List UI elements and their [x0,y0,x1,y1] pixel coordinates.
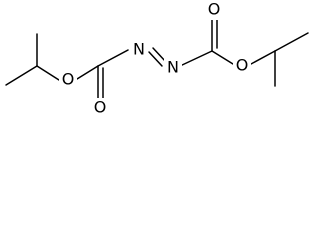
left-ester-oxygen-background [59,70,77,90]
right-carbonyl-oxygen-background [205,0,223,20]
azo-double-bond-secondary [148,51,163,67]
right-nitrogen-background [164,58,182,78]
left-nitrogen-label: N [133,40,145,59]
chemical-structure-svg: O O N N O O [5,0,309,118]
chemical-structure-figure: O O N N O O [0,0,320,118]
left-ester-oxygen-to-carbonyl-bond [76,65,99,80]
left-carbonyl-oxygen-label: O [94,98,107,117]
right-carbonyl-oxygen-label: O [208,0,221,19]
right-ester-oxygen-label: O [236,56,249,75]
right-isopropyl-methyl-bond-upper [274,32,309,52]
left-isopropyl-methyl-bond-lower [5,65,38,86]
left-carbonyl-oxygen-background [91,98,109,118]
right-nitrogen-label: N [167,58,179,77]
right-ester-oxygen-background [233,56,251,76]
left-isopropyl-to-ester-oxygen-bond [36,65,60,81]
right-nitrogen-to-carbonyl-bond [179,50,213,67]
right-carbonyl-to-ester-oxygen-bond [211,50,234,65]
left-carbonyl-to-nitrogen-bond [97,49,129,67]
left-ester-oxygen-label: O [62,70,75,89]
azo-double-bond-primary [152,47,167,63]
left-nitrogen-background [130,40,148,60]
right-ester-oxygen-to-isopropyl-bond [250,50,276,65]
